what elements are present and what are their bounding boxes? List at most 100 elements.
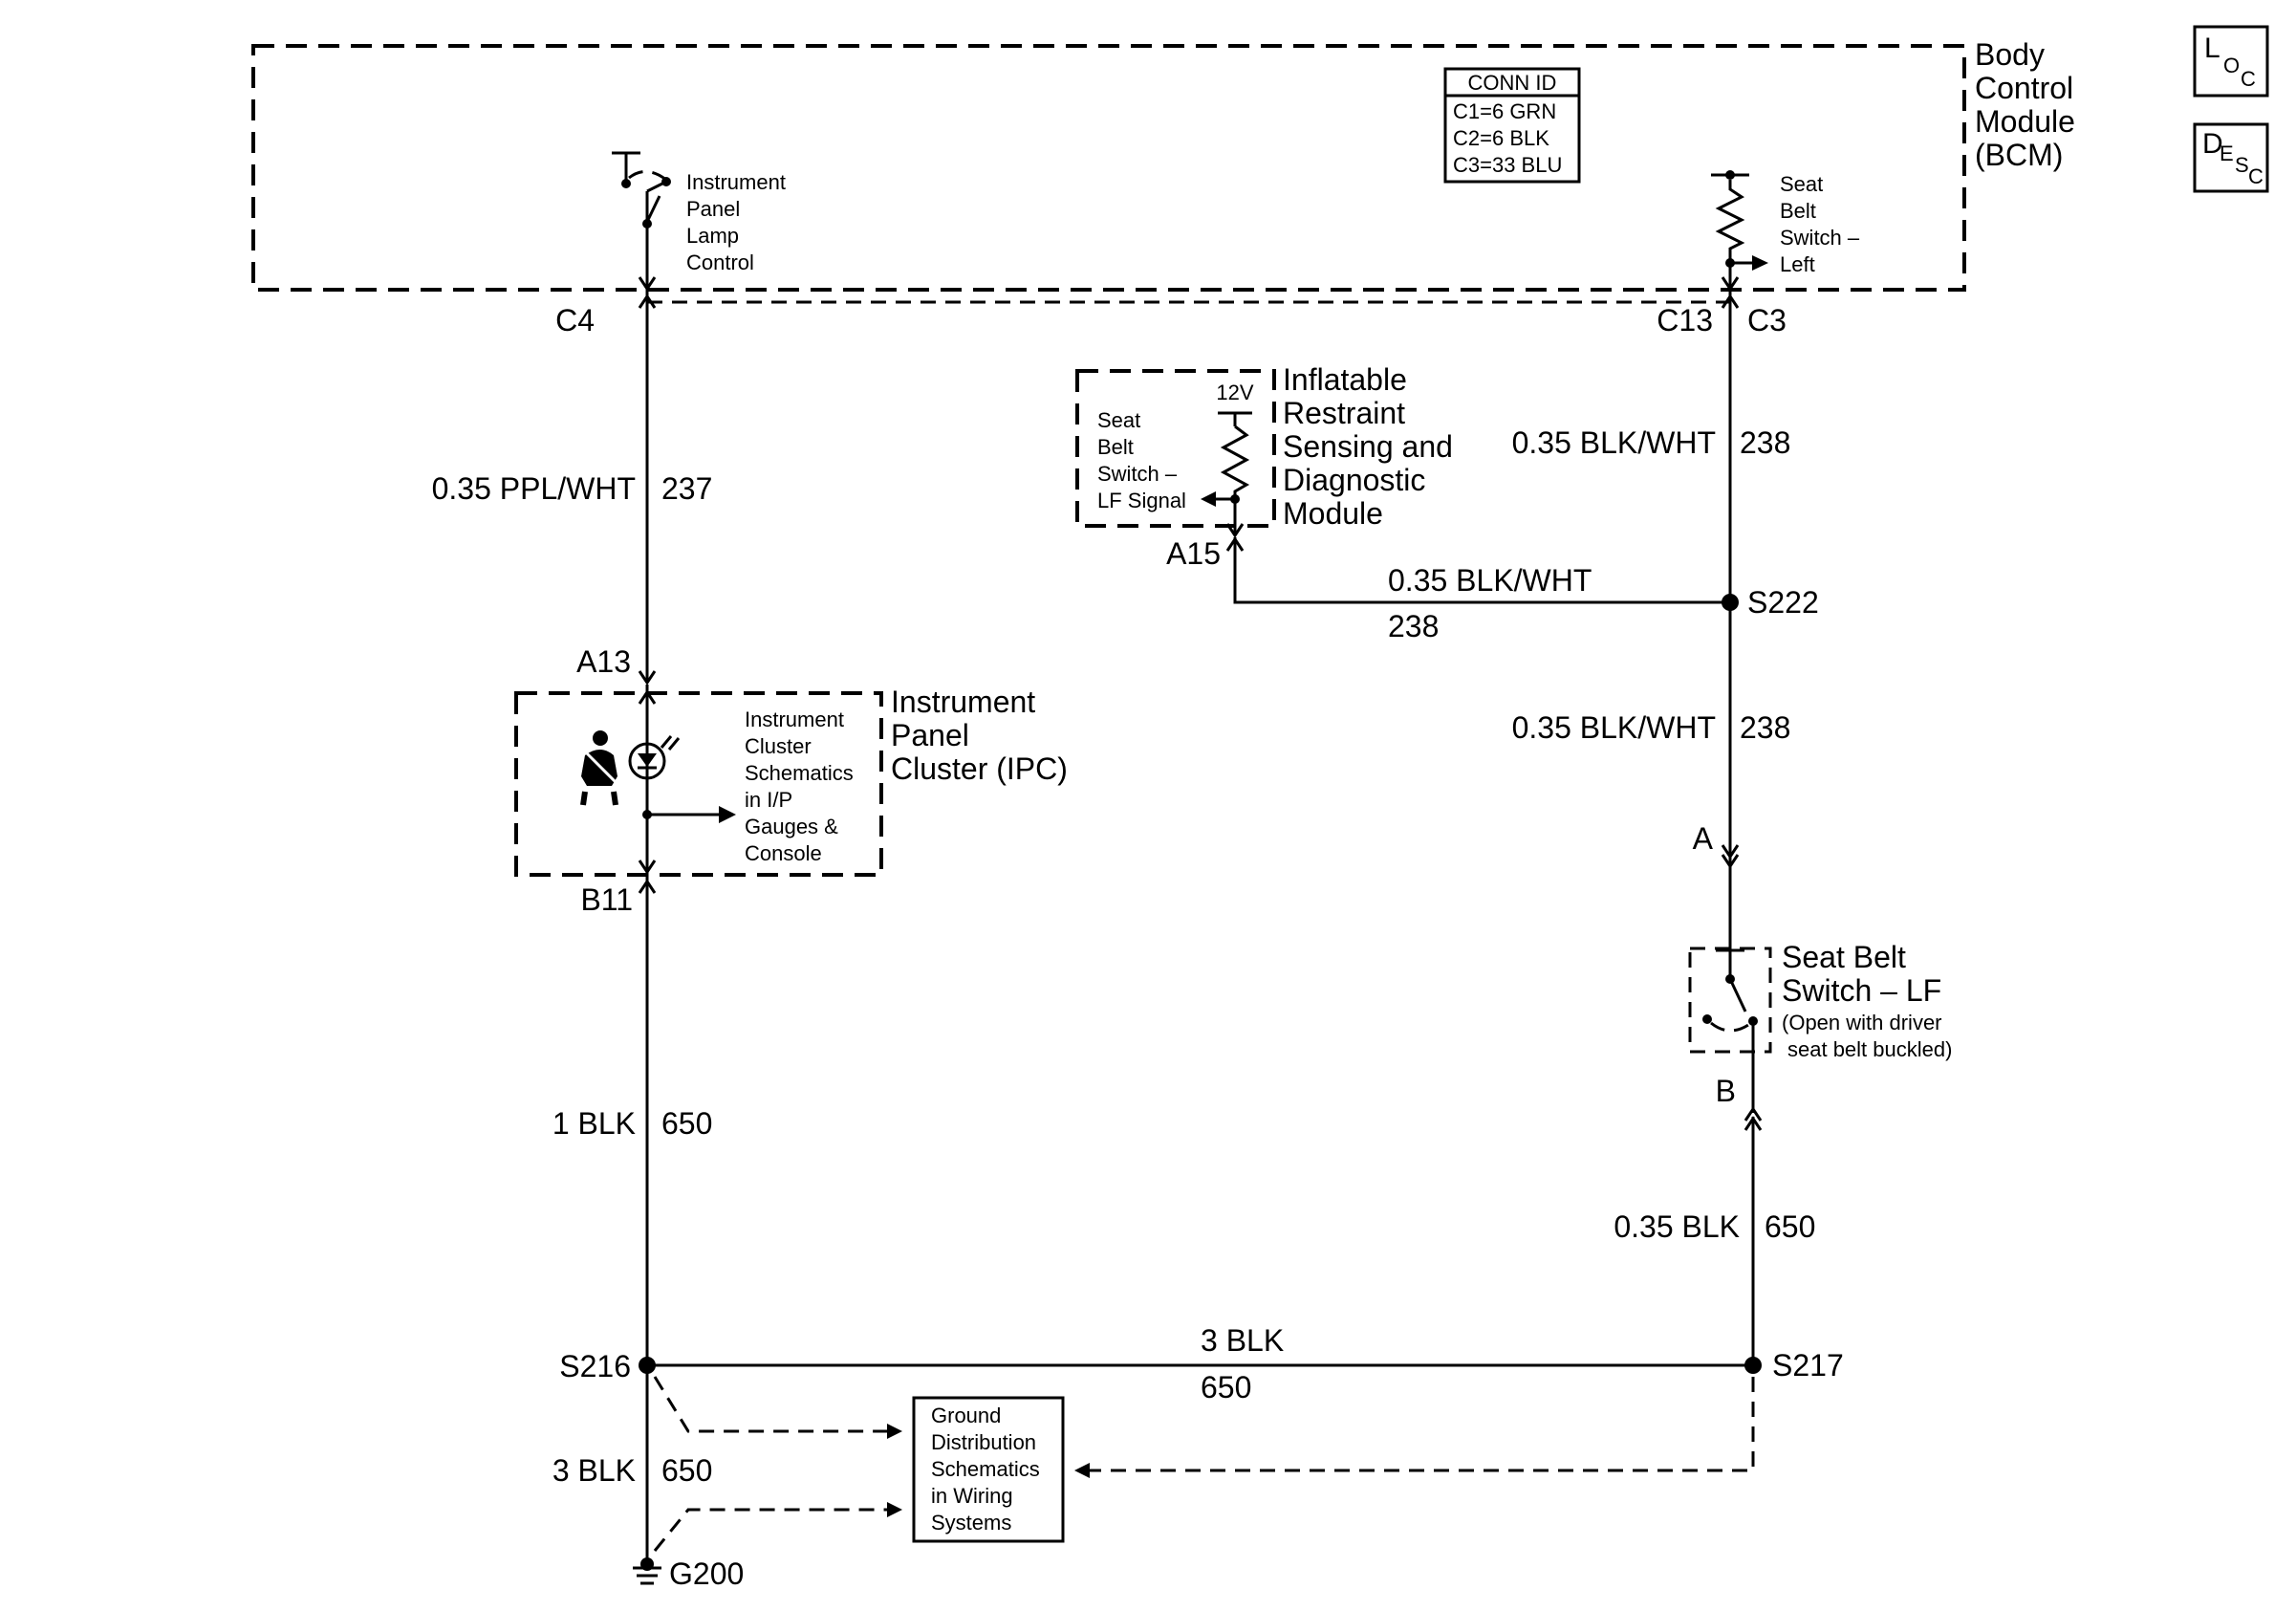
ground-dist-line: in Wiring xyxy=(931,1484,1013,1508)
connector-a: A xyxy=(1693,821,1714,856)
irsdm-title-line: Module xyxy=(1283,496,1383,531)
seat-belt-left-label: Seat Belt Switch – Left xyxy=(1780,172,1860,276)
wire-650-ground xyxy=(633,1365,661,1585)
bcm-title-line2: Control xyxy=(1975,71,2073,105)
conn-id-row: C3=33 BLU xyxy=(1453,153,1562,177)
wire-650-h-number: 650 xyxy=(1201,1370,1251,1404)
svg-text:E: E xyxy=(2220,142,2234,165)
irsdm-switch-label: Seat Belt Switch – LF Signal xyxy=(1097,408,1186,512)
wire-650-left-gauge: 1 BLK xyxy=(552,1106,636,1141)
connector-b11: B11 xyxy=(580,882,633,917)
desc-icon[interactable]: D E S C xyxy=(2193,122,2269,193)
conn-id-table: CONN ID C1=6 GRN C2=6 BLK C3=33 BLU xyxy=(1443,67,1581,184)
seat-belt-switch-title: Seat Belt xyxy=(1782,940,1906,974)
ipc-ref-line: Schematics xyxy=(745,761,854,785)
wire-650-h-gauge: 3 BLK xyxy=(1201,1323,1284,1358)
lamp-control-label-line: Panel xyxy=(686,197,740,221)
irsdm-box xyxy=(1075,369,1276,528)
irsdm-resistor xyxy=(1201,411,1252,538)
seat-belt-switch-title: Switch – LF xyxy=(1782,973,1941,1008)
irsdm-switch-label-line: Belt xyxy=(1097,435,1134,459)
lamp-control-label: Instrument Panel Lamp Control xyxy=(686,170,786,274)
svg-text:O: O xyxy=(2223,54,2240,77)
irsdm-title-line: Diagnostic xyxy=(1283,463,1425,497)
irsdm-voltage-label: 12V xyxy=(1216,381,1253,404)
seat-belt-left-label-line: Left xyxy=(1780,252,1815,276)
wire-238-mid-gauge: 0.35 BLK/WHT xyxy=(1512,710,1716,745)
splice-s217-label: S217 xyxy=(1772,1348,1844,1382)
ipc-title: Instrument Panel Cluster (IPC) xyxy=(891,685,1068,786)
wire-650-right-gauge: 0.35 BLK xyxy=(1614,1209,1740,1244)
ipc-reference-label: Instrument Cluster Schematics in I/P Gau… xyxy=(745,708,854,865)
wire-650-left-number: 650 xyxy=(661,1106,712,1141)
wire-238-top xyxy=(1721,289,1740,602)
svg-text:D: D xyxy=(2202,128,2223,160)
ipc-ref-line: in I/P xyxy=(745,788,792,812)
irsdm-switch-label-line: Seat xyxy=(1097,408,1140,432)
bcm-title-line4: (BCM) xyxy=(1975,138,2063,172)
wire-237-number: 237 xyxy=(661,471,712,506)
seatbelt-icon xyxy=(580,730,618,806)
ground-g200-label: G200 xyxy=(669,1557,744,1591)
svg-text:L: L xyxy=(2204,33,2220,64)
seat-belt-left-label-line: Seat xyxy=(1780,172,1823,196)
seat-belt-switch-note: (Open with driver xyxy=(1782,1011,1942,1034)
irsdm-title-line: Sensing and xyxy=(1283,429,1453,464)
ipc-title-line: Cluster (IPC) xyxy=(891,751,1068,786)
connector-c13: C13 xyxy=(1657,303,1713,337)
bcm-title-line3: Module xyxy=(1975,104,2075,139)
connector-b: B xyxy=(1716,1074,1736,1108)
irsdm-title-line: Restraint xyxy=(1283,396,1405,430)
lamp-control-switch xyxy=(612,151,671,292)
seat-belt-left-label-line: Belt xyxy=(1780,199,1816,223)
conn-id-row: C1=6 GRN xyxy=(1453,99,1556,123)
ipc-box xyxy=(514,691,883,877)
lamp-control-label-line: Lamp xyxy=(686,224,739,248)
splice-s222-label: S222 xyxy=(1747,585,1819,620)
ipc-title-line: Panel xyxy=(891,718,969,752)
seat-belt-left-label-line: Switch – xyxy=(1780,226,1860,250)
ipc-ref-line: Instrument xyxy=(745,708,844,731)
wire-238-mid xyxy=(1721,602,1740,869)
bcm-title-line1: Body xyxy=(1975,37,2045,72)
lamp-control-label-line: Instrument xyxy=(686,170,786,194)
wire-238-h-gauge: 0.35 BLK/WHT xyxy=(1388,563,1592,598)
lamp-control-label-line: Control xyxy=(686,250,754,274)
seat-belt-left-resistor xyxy=(1711,170,1768,292)
conn-id-row: C2=6 BLK xyxy=(1453,126,1549,150)
ipc-ref-line: Cluster xyxy=(745,734,812,758)
wire-238-top-gauge: 0.35 BLK/WHT xyxy=(1512,425,1716,460)
wire-237 xyxy=(638,289,657,686)
ipc-internal-circuit xyxy=(628,685,736,889)
splice-s216-label: S216 xyxy=(559,1349,631,1383)
wire-238-horizontal xyxy=(1225,536,1730,604)
connector-a13: A13 xyxy=(576,644,631,679)
ground-dist-leaders xyxy=(653,1376,1755,1552)
ground-distribution-ref[interactable]: Ground Distribution Schematics in Wiring… xyxy=(912,1396,1065,1543)
ground-dist-line: Schematics xyxy=(931,1457,1040,1481)
wire-650-ground-gauge: 3 BLK xyxy=(552,1453,636,1488)
svg-text:S: S xyxy=(2235,153,2249,177)
wire-650-left xyxy=(638,878,657,1365)
seat-belt-switch-note: seat belt buckled) xyxy=(1787,1037,1952,1061)
wire-650-ground-number: 650 xyxy=(661,1453,712,1488)
ipc-ref-line: Gauges & xyxy=(745,815,838,838)
seat-belt-switch-label: Seat Belt Switch – LF (Open with driver … xyxy=(1782,940,1952,1061)
irsdm-title-line: Inflatable xyxy=(1283,362,1407,397)
connector-c3: C3 xyxy=(1747,303,1787,337)
wire-238-mid-number: 238 xyxy=(1740,710,1790,745)
ground-dist-line: Systems xyxy=(931,1511,1011,1535)
ground-dist-line: Distribution xyxy=(931,1430,1036,1454)
loc-icon[interactable]: L O C xyxy=(2193,25,2269,98)
svg-text:C: C xyxy=(2248,164,2264,188)
irsdm-switch-label-line: Switch – xyxy=(1097,462,1178,486)
svg-text:C: C xyxy=(2241,67,2256,91)
irsdm-switch-label-line: LF Signal xyxy=(1097,489,1186,512)
irsdm-title: Inflatable Restraint Sensing and Diagnos… xyxy=(1283,362,1453,531)
wire-237-gauge: 0.35 PPL/WHT xyxy=(432,471,636,506)
ipc-ref-line: Console xyxy=(745,841,822,865)
wire-650-right-number: 650 xyxy=(1765,1209,1815,1244)
bcm-box xyxy=(251,44,1966,292)
ipc-title-line: Instrument xyxy=(891,685,1035,719)
ground-dist-line: Ground xyxy=(931,1404,1001,1427)
